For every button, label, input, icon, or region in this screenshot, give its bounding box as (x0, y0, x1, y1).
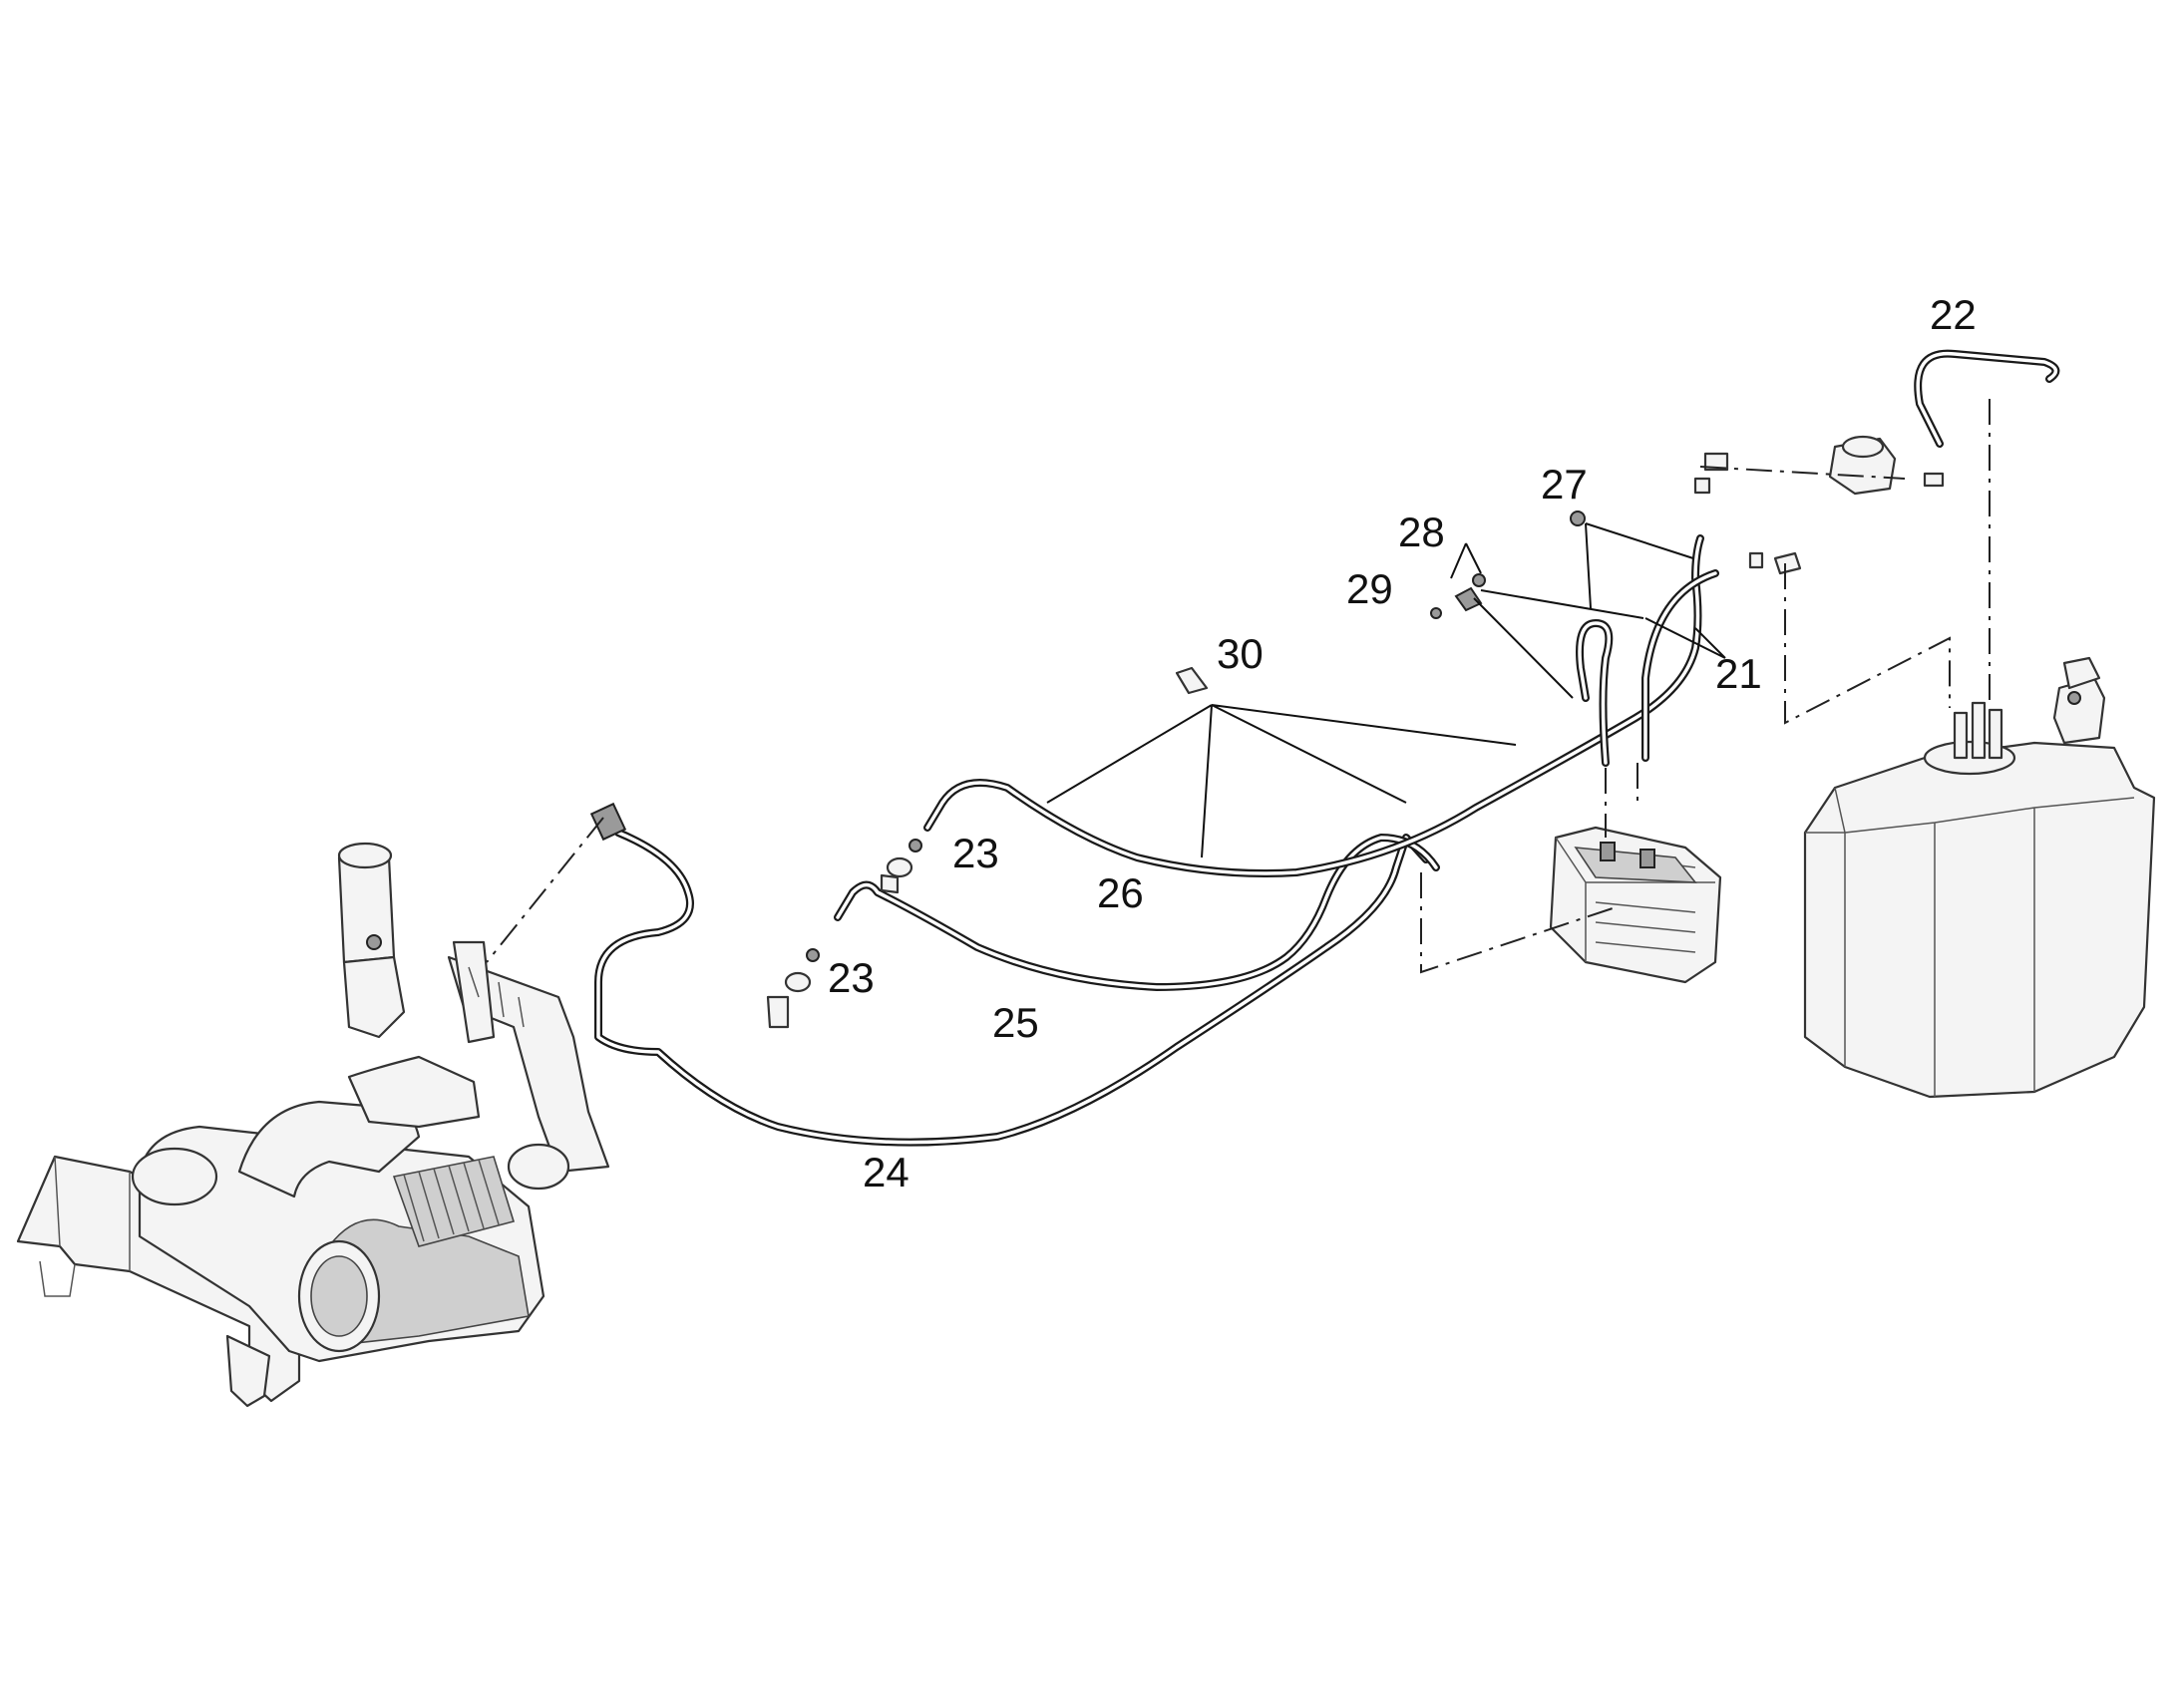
callout-23-upper: 23 (952, 830, 999, 876)
hose-26 (923, 534, 1704, 877)
routing-lines (486, 399, 1991, 974)
callout-30: 30 (1217, 630, 1264, 677)
callout-29: 29 (1346, 565, 1393, 612)
callout-27: 27 (1541, 461, 1588, 508)
fitting-23-lower (806, 948, 820, 962)
callout-23-lower: 23 (828, 954, 875, 1001)
leader-lines (1046, 522, 1726, 858)
hose-22 (1914, 349, 2060, 448)
callout-28: 28 (1398, 509, 1445, 555)
hose-24 (594, 829, 1430, 1147)
clip-27 (1570, 511, 1586, 526)
callout-24: 24 (863, 1149, 909, 1196)
clip-30 (1175, 666, 1209, 695)
fittings (589, 511, 1586, 1029)
screw-29 (1430, 607, 1442, 619)
fluid-tank (1803, 656, 2156, 1099)
fitting-23-upper (908, 839, 922, 853)
valve-unit (1693, 435, 1945, 575)
callout-22: 22 (1930, 291, 1977, 338)
callout-26: 26 (1097, 869, 1144, 916)
callout-21: 21 (1715, 650, 1762, 697)
clip-28 (1454, 586, 1483, 612)
aftertreatment-assembly (16, 842, 610, 1408)
callout-25: 25 (992, 999, 1039, 1046)
supply-module (1549, 826, 1722, 984)
hose-lines (594, 349, 2060, 1147)
callouts: 21 22 23 23 24 25 26 27 28 29 30 (828, 291, 1977, 1196)
